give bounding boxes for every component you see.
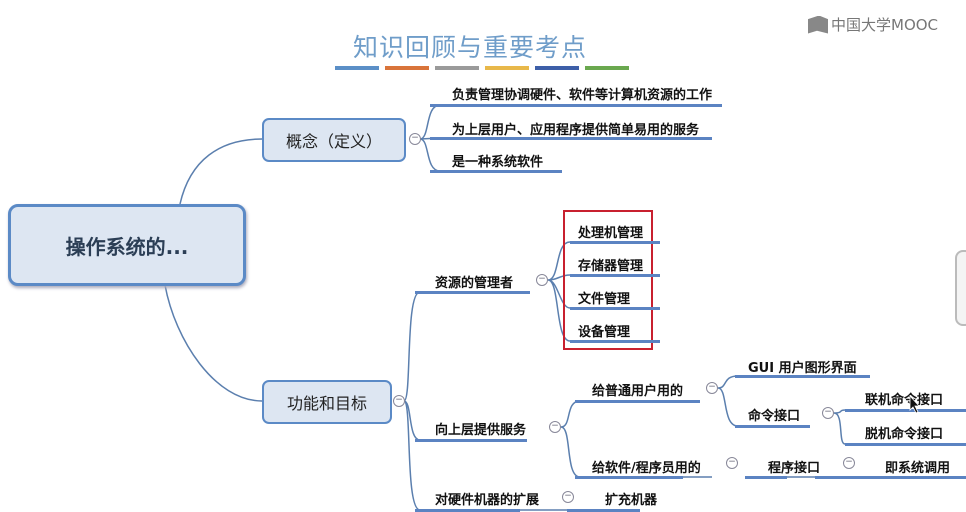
- syscall-label: 即系统调用: [885, 461, 951, 476]
- gui-label: GUI 用户图形界面: [748, 361, 857, 376]
- underline: [575, 476, 683, 479]
- for-users-label: 给普通用户用的: [592, 384, 684, 399]
- underline: [567, 509, 640, 512]
- underline: [845, 443, 966, 446]
- cmd-item: 脱机命令接口: [865, 427, 944, 442]
- collapse-icon[interactable]: −: [549, 421, 561, 433]
- collapse-icon[interactable]: −: [822, 407, 834, 419]
- resource-item: 处理机管理: [578, 226, 644, 241]
- collapse-icon[interactable]: −: [562, 491, 574, 503]
- page-title: 知识回顾与重要考点: [352, 33, 587, 62]
- logo-text: 中国大学MOOC: [831, 16, 939, 34]
- mooc-logo: 中国大学MOOC: [808, 14, 938, 35]
- resource-manager-label: 资源的管理者: [435, 276, 514, 291]
- side-scroll-handle[interactable]: [955, 250, 966, 326]
- extension-label: 对硬件机器的扩展: [435, 493, 540, 508]
- concept-item: 为上层用户、应用程序提供简单易用的服务: [452, 123, 700, 138]
- underline: [570, 340, 660, 343]
- color-bar: [385, 66, 429, 70]
- underline: [415, 509, 520, 512]
- cmd-label: 命令接口: [748, 409, 801, 424]
- collapse-icon[interactable]: −: [536, 274, 548, 286]
- underline: [415, 291, 530, 294]
- underline: [570, 307, 660, 310]
- concept-node[interactable]: 概念（定义）: [262, 118, 406, 162]
- collapse-icon[interactable]: −: [843, 457, 855, 469]
- collapse-icon[interactable]: −: [409, 133, 421, 145]
- resource-item: 文件管理: [578, 292, 631, 307]
- underline: [430, 170, 562, 173]
- for-programmers-label: 给软件/程序员用的: [592, 461, 701, 476]
- underline: [570, 241, 660, 244]
- concept-item: 负责管理协调硬件、软件等计算机资源的工作: [452, 88, 713, 103]
- underline: [815, 476, 966, 479]
- resource-item: 存储器管理: [578, 259, 644, 274]
- concept-item: 是一种系统软件: [452, 155, 544, 170]
- collapse-icon[interactable]: −: [393, 395, 405, 407]
- program-interface-label: 程序接口: [768, 461, 821, 476]
- collapse-icon[interactable]: −: [726, 457, 738, 469]
- underline: [430, 137, 712, 140]
- color-bar: [485, 66, 529, 70]
- color-bar: [335, 66, 379, 70]
- resource-item: 设备管理: [578, 325, 631, 340]
- collapse-icon[interactable]: −: [706, 382, 718, 394]
- underline: [745, 476, 787, 479]
- functions-node[interactable]: 功能和目标: [262, 380, 392, 424]
- mooc-logo-icon: [808, 15, 828, 34]
- underline: [575, 400, 700, 403]
- services-label: 向上层提供服务: [435, 423, 527, 438]
- underline: [845, 409, 966, 412]
- underline: [415, 439, 527, 442]
- cmd-item: 联机命令接口: [865, 393, 944, 408]
- color-bar: [435, 66, 479, 70]
- root-node[interactable]: 操作系统的...: [8, 204, 246, 286]
- underline: [735, 375, 870, 378]
- highlight-box: [563, 210, 653, 350]
- color-bar: [535, 66, 579, 70]
- color-bar: [585, 66, 629, 70]
- underline: [430, 104, 722, 107]
- underline: [570, 274, 660, 277]
- extension-item: 扩充机器: [605, 493, 658, 508]
- underline: [735, 425, 810, 428]
